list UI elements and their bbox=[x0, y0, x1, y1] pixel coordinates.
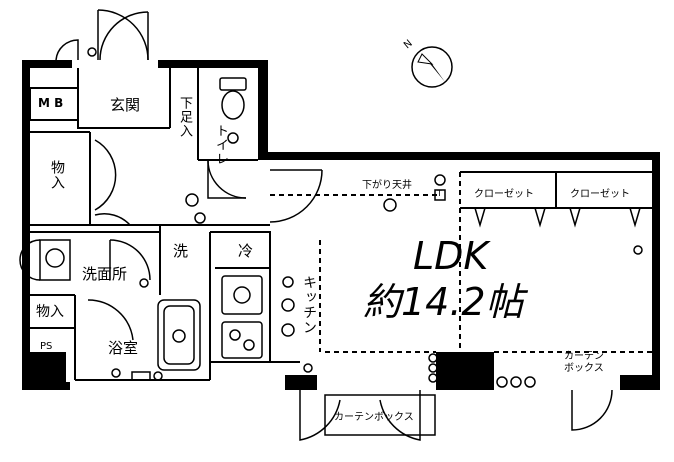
doors bbox=[19, 9, 641, 441]
curtain-box-right-label-2: ボックス bbox=[564, 363, 604, 374]
storage-lower-label: 物入 bbox=[36, 304, 64, 320]
kitchen-label: キッチン bbox=[301, 275, 317, 335]
ps-label: PS bbox=[40, 341, 53, 352]
toilet-label: トイレ bbox=[213, 124, 228, 166]
shoe-box-label: 下足入 bbox=[177, 96, 192, 138]
smoke-detector-label: T bbox=[437, 189, 442, 198]
ldk-title: LDK bbox=[413, 234, 489, 278]
curtain-box-bottom-label: カーテンボックス bbox=[334, 412, 414, 423]
interior-walls bbox=[30, 68, 652, 381]
closet-label-1: クローゼット bbox=[474, 189, 534, 200]
north-arrow-icon bbox=[411, 46, 453, 88]
washroom-label: 洗面所 bbox=[82, 265, 128, 283]
closet-label-2: クローゼット bbox=[570, 189, 630, 200]
bathroom-label: 浴室 bbox=[108, 339, 139, 357]
ceiling-drop-label: 下がり天井 bbox=[362, 180, 412, 191]
ldk-size: 約14.2帖 bbox=[363, 280, 524, 324]
entrance-label: 玄関 bbox=[110, 96, 141, 114]
fixtures bbox=[39, 47, 643, 388]
storage-upper-label: 物入 bbox=[49, 160, 65, 190]
curtain-box-right-label-1: カーテン bbox=[564, 351, 604, 362]
washer-label: 洗 bbox=[173, 242, 189, 260]
fridge-label: 冷 bbox=[238, 242, 254, 260]
meter-box-label: M B bbox=[38, 96, 64, 110]
structural-walls bbox=[22, 60, 660, 390]
